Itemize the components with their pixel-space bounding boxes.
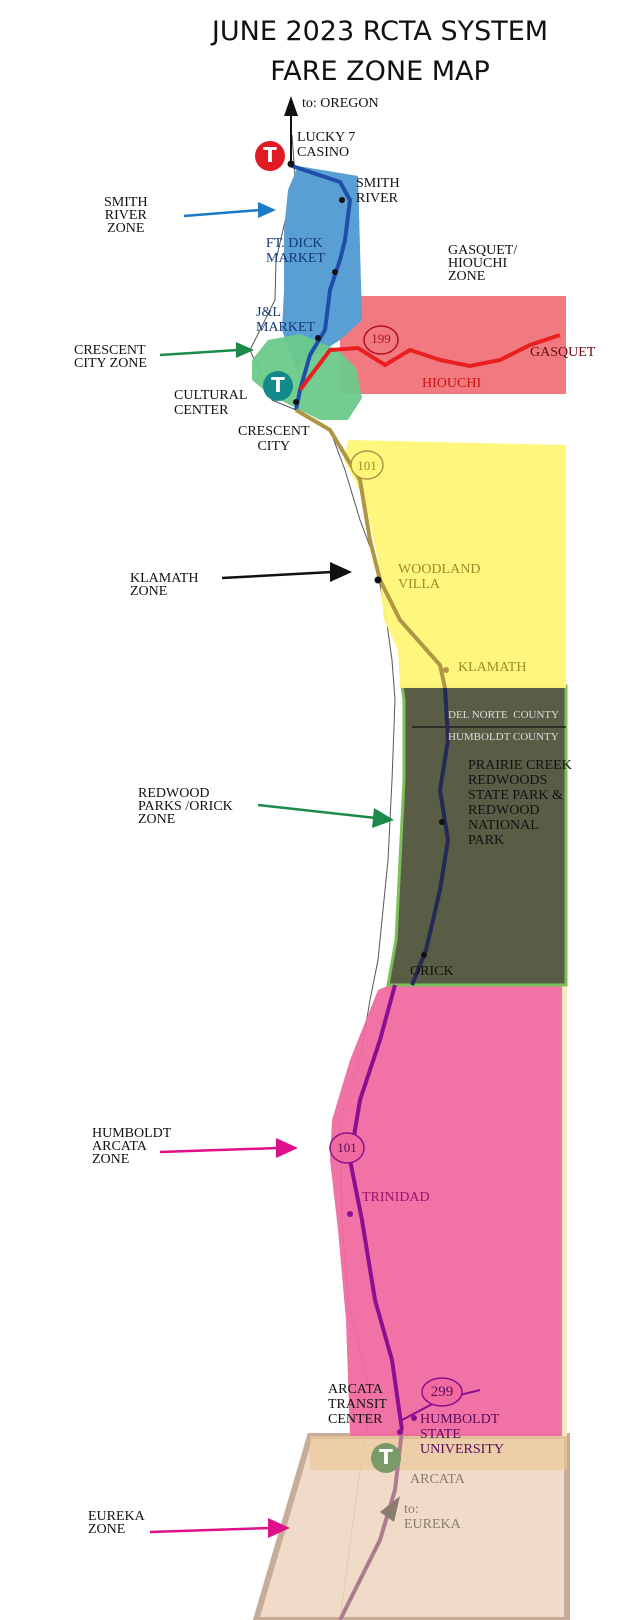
hwy101-south-label: 101 (337, 1140, 357, 1155)
place-cultural-center: CULTURAL CENTER (174, 388, 248, 418)
hwy199-shield (363, 325, 399, 355)
place-trinidad: TRINIDAD (362, 1190, 430, 1205)
route-smith-river (291, 164, 353, 411)
zone-label-eureka: EUREKA ZONE (88, 1509, 145, 1537)
zone-label-klamath: KLAMATH ZONE (130, 571, 199, 599)
humboldt-arcata-zone-edge (562, 985, 567, 1436)
hwy299-label: 299 (430, 1384, 454, 1400)
hwy199-label: 199 (371, 331, 391, 346)
route-klamath (294, 408, 447, 689)
transit-marker-cultural-center (263, 371, 293, 401)
oregon-arrowhead (284, 96, 298, 116)
humboldt-arcata-zone-area (330, 985, 562, 1436)
place-prairie-creek: PRAIRIE CREEK REDWOODS STATE PARK & REDW… (468, 758, 572, 848)
zone-label-crescent-city: CRESCENT CITY ZONE (74, 343, 147, 371)
route-eureka (338, 1429, 404, 1620)
label-del-norte-county: DEL NORTE COUNTY (448, 709, 560, 721)
hwy101-north-label: 101 (357, 458, 377, 473)
transit-icon-cultural-center: T (271, 373, 285, 397)
place-gasquet: GASQUET (530, 345, 596, 360)
transit-marker-lucky7 (255, 141, 285, 171)
hwy101-north-shield (350, 450, 384, 480)
map-title-line1: JUNE 2023 RCTA SYSTEM (211, 16, 549, 47)
smith-river-zone-area (282, 166, 362, 368)
place-arcata-transit-center: ARCATA TRANSIT CENTER (328, 1382, 388, 1427)
zone-pointer-arrows (149, 202, 394, 1538)
place-orick: ORICK (410, 964, 454, 979)
place-to-oregon: to: OREGON (302, 96, 379, 111)
place-smith-river: SMITH RIVER (356, 176, 400, 206)
place-hiouchi: HIOUCHI (422, 376, 482, 391)
eureka-arrowhead (380, 1496, 400, 1522)
zone-label-smith-river: SMITH RIVER ZONE (104, 195, 148, 236)
place-humboldt-state-university: HUMBOLDT STATE UNIVERSITY (420, 1412, 504, 1457)
klamath-zone-area (344, 440, 566, 688)
zone-label-gasquet-hiouchi: GASQUET/ HIOUCHI ZONE (448, 243, 518, 284)
place-crescent-city: CRESCENT CITY (238, 424, 310, 454)
redwood-parks-zone-area (386, 684, 568, 987)
place-klamath: KLAMATH (458, 660, 527, 675)
route-humboldt (347, 984, 404, 1431)
place-arcata: ARCATA (410, 1472, 465, 1487)
zone-label-humboldt-arcata: HUMBOLDT ARCATA ZONE (92, 1126, 172, 1167)
place-ft-dick-market: FT. DICK MARKET (266, 236, 326, 266)
transit-marker-arcata (371, 1443, 401, 1473)
eureka-zone-band (310, 1436, 567, 1470)
place-to-eureka: to: EUREKA (404, 1502, 461, 1532)
transit-icon-lucky7: T (263, 143, 277, 167)
transit-icon-arcata: T (379, 1445, 393, 1469)
place-jl-market: J&L MARKET (256, 305, 316, 335)
place-woodland-villa: WOODLAND VILLA (398, 562, 481, 592)
hwy101-south-shield (329, 1132, 365, 1164)
route-gasquet (298, 333, 561, 392)
route-orick (410, 687, 451, 986)
zone-label-redwood-parks-orick: REDWOOD PARKS /ORICK ZONE (138, 786, 233, 827)
stop-dots (287, 160, 449, 1435)
hwy299-shield (421, 1377, 463, 1407)
map-title-line2: FARE ZONE MAP (270, 56, 490, 87)
place-lucky7-casino: LUCKY 7 CASINO (297, 130, 356, 160)
label-humboldt-county: HUMBOLDT COUNTY (448, 731, 559, 743)
